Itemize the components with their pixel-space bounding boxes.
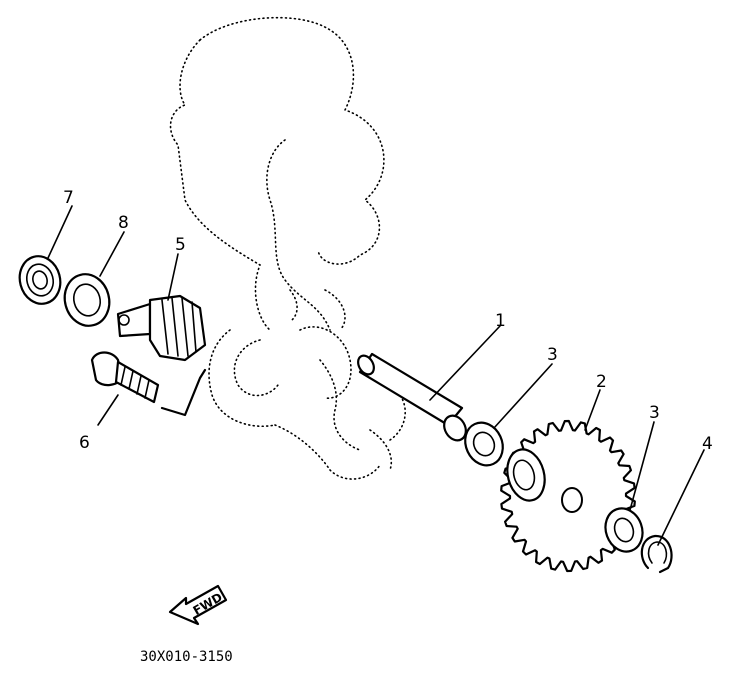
callout-8: 8	[118, 213, 129, 233]
callout-5: 5	[175, 235, 186, 255]
leader-lines	[47, 205, 705, 546]
crankcase-outline	[169, 16, 406, 480]
callout-1: 1	[495, 311, 506, 331]
part-8-washer	[63, 273, 111, 327]
part-3-washer-a	[464, 421, 504, 467]
part-6-bolt	[90, 351, 207, 417]
callout-4: 4	[702, 434, 713, 454]
callout-6: 6	[79, 433, 90, 453]
callout-7: 7	[63, 188, 74, 208]
part-3-washer-b	[604, 507, 644, 553]
callout-labels: 1 2 3 3 4 5 6 7 8	[63, 188, 713, 454]
part-5-drive-gear	[116, 294, 207, 362]
callout-2: 2	[596, 372, 607, 392]
part-4-circlip	[640, 534, 673, 574]
diagram-code: 30X010-3150	[140, 649, 233, 665]
fwd-arrow: FWD	[168, 584, 228, 626]
callout-3a: 3	[547, 345, 558, 365]
part-2-sprocket-gear	[500, 419, 636, 573]
part-1-shaft	[357, 352, 467, 442]
part-7-oil-seal	[18, 255, 62, 305]
callout-3b: 3	[649, 403, 660, 423]
